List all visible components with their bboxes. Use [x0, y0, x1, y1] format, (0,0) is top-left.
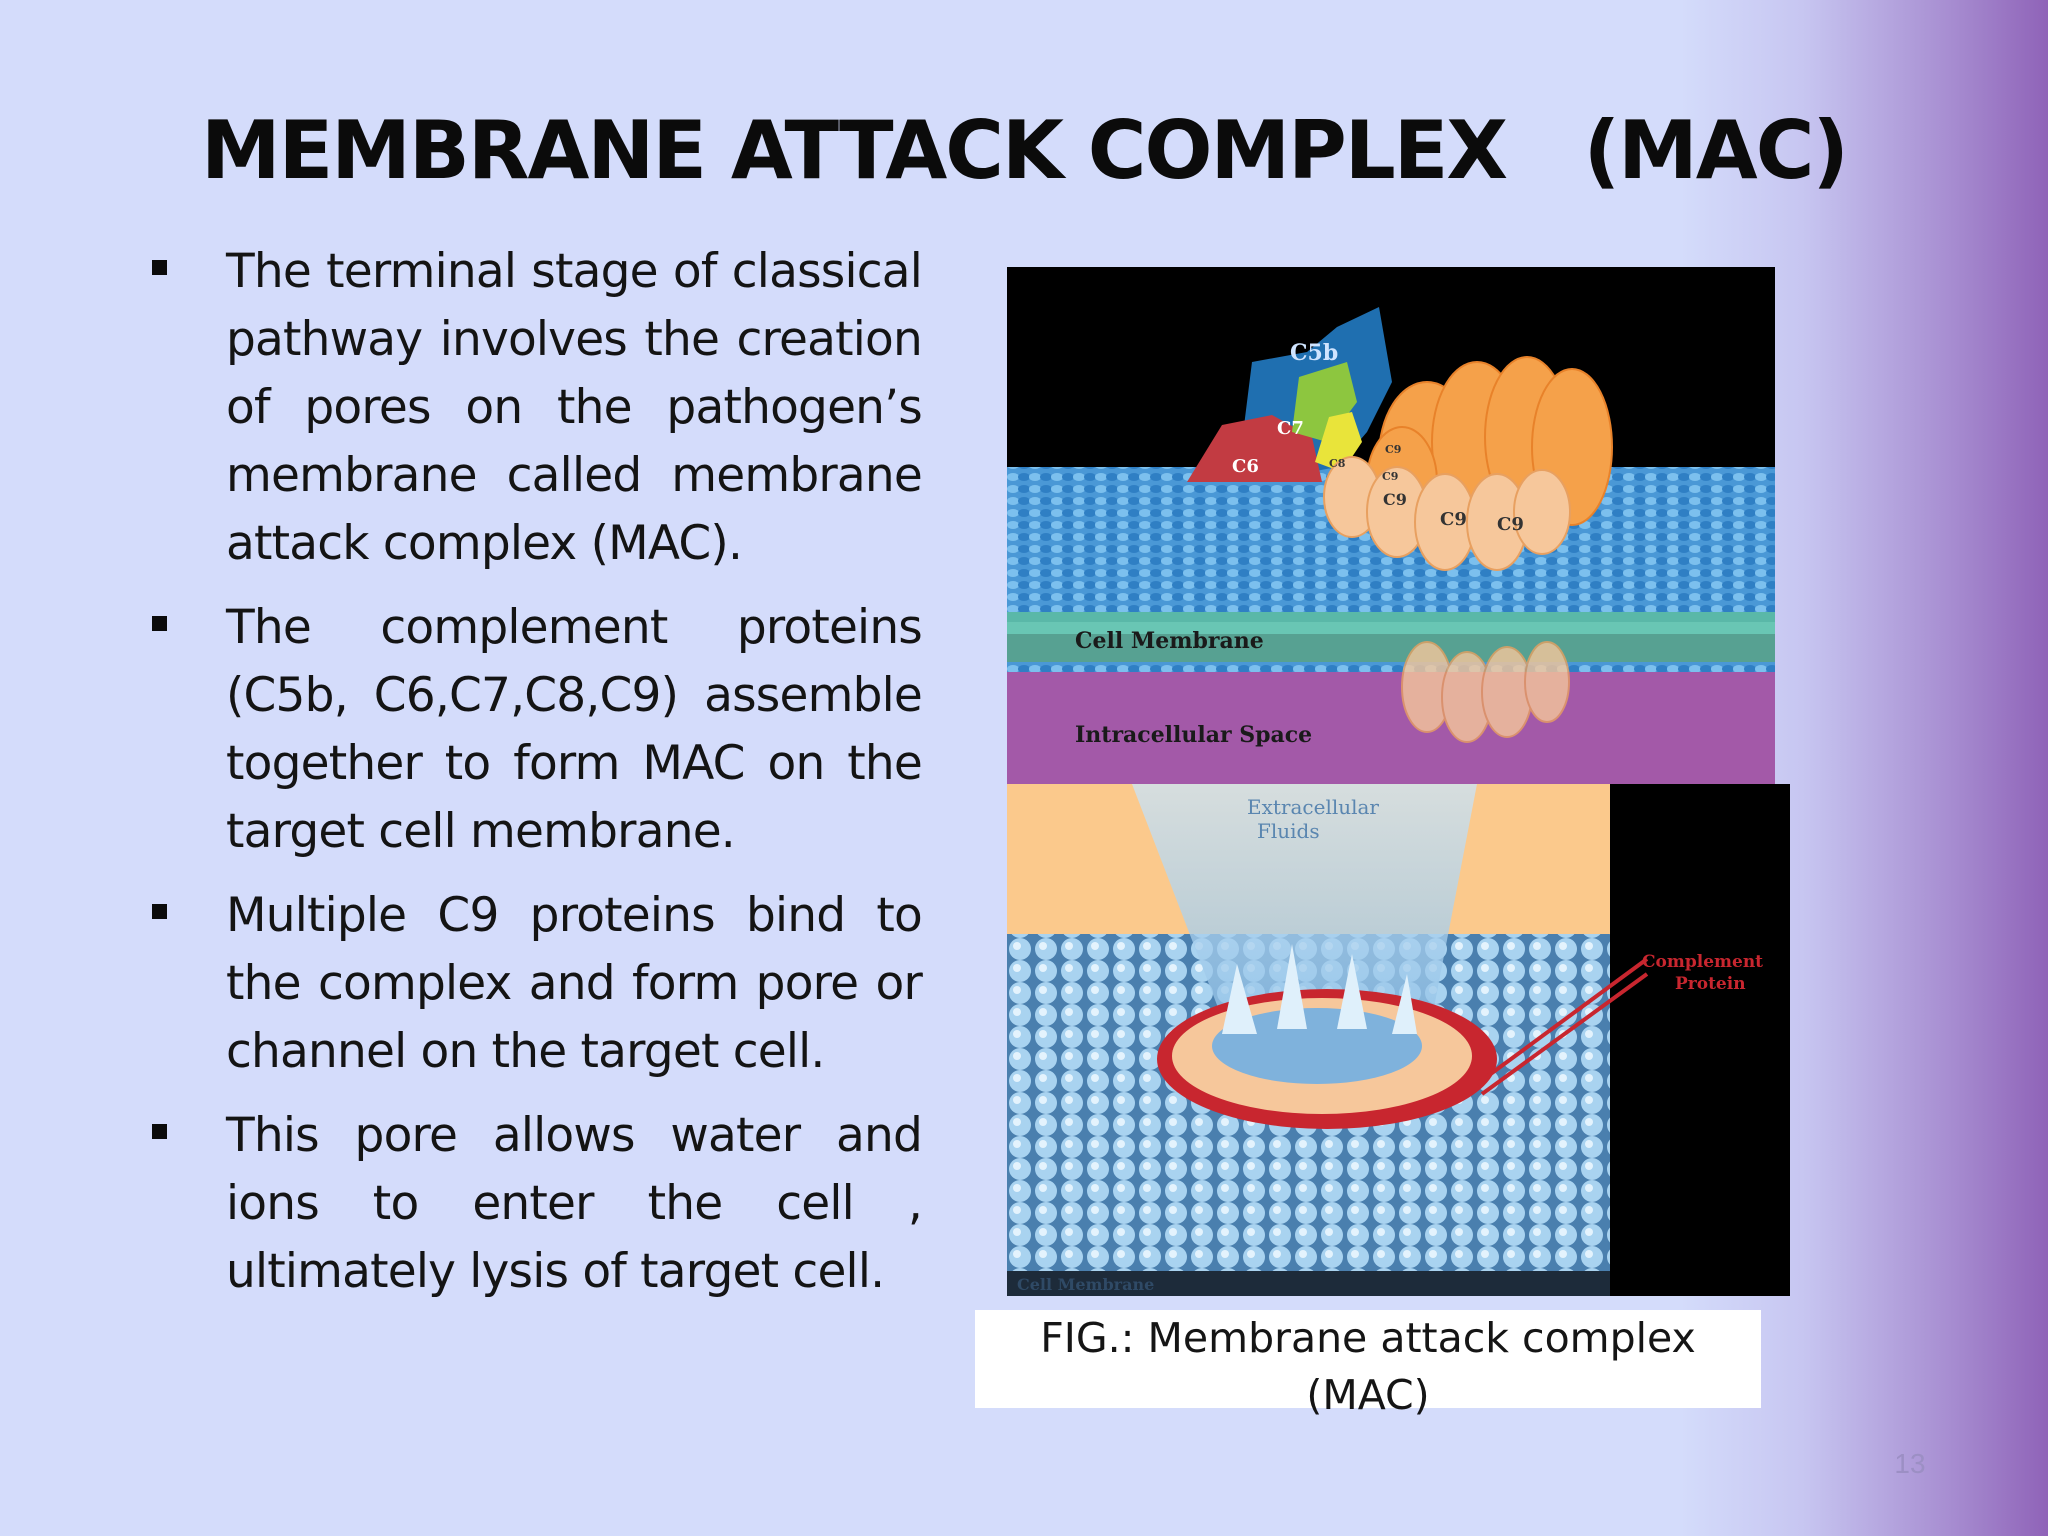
bullet-text: Multiple C9 proteins bind to the complex…: [226, 888, 923, 1079]
bullet-item: This pore allows water and ions to enter…: [148, 1102, 923, 1306]
bullet-item: The terminal stage of classical pathway …: [148, 238, 923, 578]
bullet-text: The terminal stage of classical pathway …: [226, 244, 923, 571]
extracellular-fluids-label: Fluids: [1257, 819, 1320, 843]
slide-title: MEMBRANE ATTACK COMPLEX (MAC): [201, 104, 1849, 197]
c9-label: C9: [1383, 490, 1407, 509]
c9-label: C9: [1497, 514, 1524, 535]
bullet-square-icon: [152, 616, 167, 631]
bullet-square-icon: [152, 1124, 167, 1139]
c9-label: C9: [1440, 509, 1467, 530]
c8-label: C8: [1329, 457, 1346, 470]
bullet-square-icon: [152, 260, 167, 275]
mac-pore-illustration: Extracellular Fluids Complement Protein …: [1007, 784, 1790, 1296]
mac-diagram-side-view: C5b C7 C6 C8 C9 C9 C9 C9 C9 Cell Membran…: [1007, 267, 1775, 784]
extracellular-fluids-label: Extracellular: [1247, 795, 1379, 819]
c9-label: C9: [1382, 470, 1398, 483]
figure-caption: FIG.: Membrane attack complex (MAC): [975, 1310, 1761, 1419]
page-number: 13: [1894, 1448, 1926, 1479]
c7-label: C7: [1277, 418, 1304, 439]
c9-label: C9: [1385, 443, 1401, 456]
cell-membrane-label: Cell Membrane: [1017, 1275, 1154, 1294]
cell-membrane-label: Cell Membrane: [1075, 628, 1264, 654]
c5b-label: C5b: [1290, 340, 1338, 366]
intracellular-space-label: Intracellular Space: [1075, 722, 1312, 748]
complement-protein-label: Protein: [1675, 974, 1746, 994]
bullet-text: The complement proteins (C5b, C6,C7,C8,C…: [226, 600, 923, 859]
complement-protein-label: Complement: [1642, 952, 1763, 972]
c6-label: C6: [1232, 456, 1259, 477]
bullet-item: Multiple C9 proteins bind to the complex…: [148, 882, 923, 1086]
bullet-text: This pore allows water and ions to enter…: [226, 1108, 923, 1299]
bullet-item: The complement proteins (C5b, C6,C7,C8,C…: [148, 594, 923, 866]
bullet-square-icon: [152, 904, 167, 919]
bullet-list: The terminal stage of classical pathway …: [148, 238, 923, 1322]
